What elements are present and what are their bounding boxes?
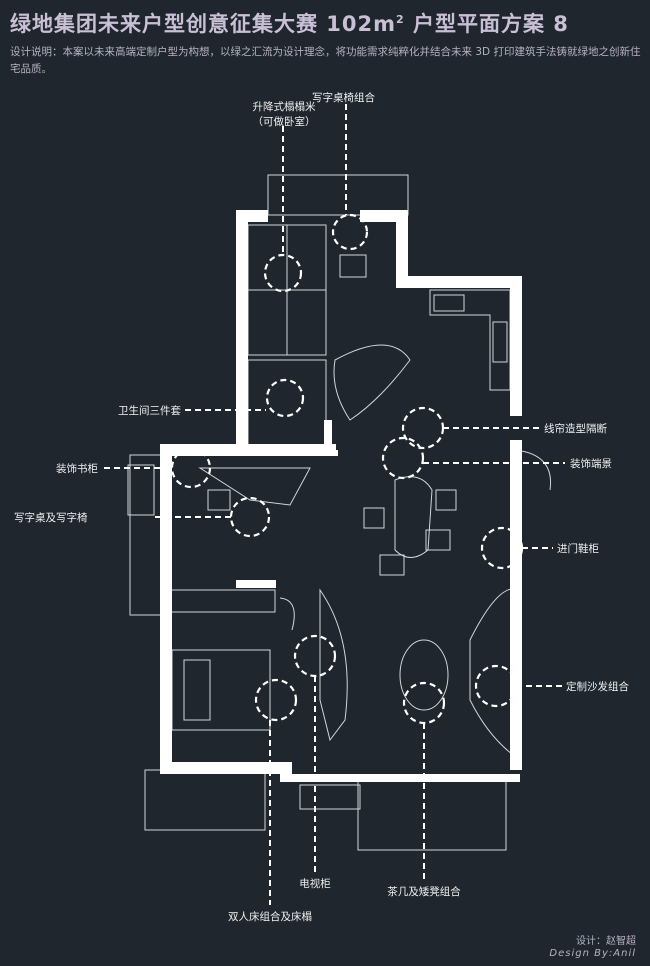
credit-designer: 设计：赵智超 [576, 936, 636, 947]
curved-closet [333, 344, 411, 421]
design-description: 设计说明：本案以未来高端定制户型为构想，以绿之汇流为设计理念，将功能需求纯粹化并… [10, 46, 641, 75]
chair-5 [435, 489, 457, 511]
label-tatami: 升降式榻榻米 （可做卧室） [252, 101, 316, 128]
bottom-left-balcony [144, 769, 266, 831]
label-sofa-combo: 定制沙发组合 [566, 681, 629, 693]
chair-1 [339, 254, 367, 278]
desk-shape [198, 467, 311, 506]
tv-wall-shape [319, 588, 348, 742]
credit-english: Design By:Anil [549, 948, 636, 959]
label-desk-chair: 写字桌及写字椅 [14, 512, 88, 524]
credit: 设计：赵智超 Design By:Anil [516, 936, 636, 960]
top-balcony [267, 174, 409, 216]
label-tea-table: 茶几及矮凳组合 [387, 886, 461, 898]
label-tv-cabinet: 电视柜 [299, 878, 331, 890]
tv-cabinet-shape [299, 784, 361, 810]
label-curtain-partition: 线帘造型隔断 [544, 423, 607, 435]
door-arc-1 [279, 597, 295, 631]
page-title: 绿地集团未来户型创意征集大赛 102m2 户型平面方案 8 [10, 12, 569, 36]
label-bathroom-set: 卫生间三件套 [118, 405, 181, 417]
kitchen-counter [429, 289, 511, 391]
label-decor-scene: 装饰端景 [570, 458, 612, 470]
wardrobe-shape [169, 589, 276, 613]
label-double-bed: 双人床组合及床榻 [228, 911, 312, 923]
chair-2 [207, 489, 231, 511]
leader-lines [104, 104, 565, 905]
label-desk-chair-combo: 写字桌椅组合 [312, 92, 375, 104]
label-bookcase: 装饰书柜 [56, 463, 98, 475]
chair-4 [379, 554, 405, 576]
bottom-right-balcony [357, 774, 507, 851]
tea-table-shape [399, 639, 449, 711]
left-balcony [129, 454, 163, 616]
chair-6 [425, 529, 451, 551]
bathroom [247, 359, 327, 451]
chair-3 [363, 507, 385, 529]
bed-shape [171, 649, 271, 731]
walls [160, 210, 522, 782]
label-entry-shoe: 进门鞋柜 [557, 543, 599, 555]
bookcase-shape [127, 464, 155, 516]
